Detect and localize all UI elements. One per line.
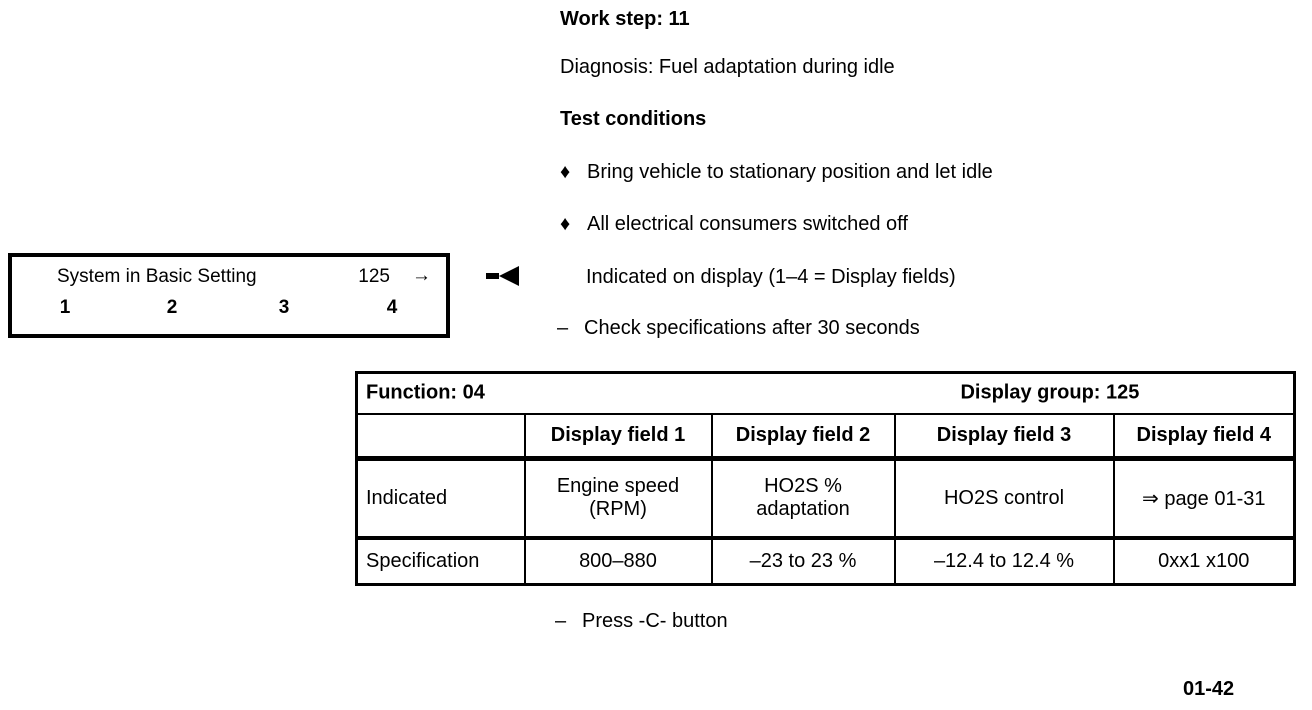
table-row: Specification 800–880 –23 to 23 % –12.4 … bbox=[355, 536, 1296, 586]
table-cell: Engine speed (RPM) bbox=[523, 457, 713, 540]
dash-icon: – bbox=[555, 610, 567, 632]
diagnosis-line: Diagnosis: Fuel adaptation during idle bbox=[560, 56, 895, 78]
column-header: Display field 4 bbox=[1112, 412, 1296, 461]
page-number: 01-42 bbox=[1183, 678, 1235, 700]
table-cell: HO2S % adaptation bbox=[710, 457, 896, 540]
display-field-number: 2 bbox=[166, 297, 178, 318]
work-step-heading: Work step: 11 bbox=[560, 8, 690, 30]
diamond-bullet-icon: ♦ bbox=[560, 161, 571, 183]
table-cell: HO2S control bbox=[893, 457, 1115, 540]
press-button-step: – Press -C- button bbox=[555, 610, 728, 633]
test-condition-item: All electrical consumers switched off ♦ … bbox=[560, 213, 908, 236]
column-header: Display field 3 bbox=[893, 412, 1115, 461]
table-row: Indicated Engine speed (RPM) HO2S % adap… bbox=[355, 457, 1296, 540]
row-label: Indicated bbox=[355, 457, 526, 540]
table-cell: 0xx1 x100 bbox=[1112, 536, 1296, 586]
pointer-tail bbox=[486, 273, 499, 279]
display-group-number: 125 bbox=[358, 266, 390, 287]
display-box-title: System in Basic Setting bbox=[57, 266, 257, 287]
test-conditions-heading: Test conditions bbox=[560, 108, 707, 130]
display-field-number: 4 bbox=[386, 297, 398, 318]
left-pointer-arrow-icon bbox=[486, 266, 519, 286]
table-header-row: Display field 1 Display field 2 Display … bbox=[355, 412, 1296, 461]
test-condition-text: All electrical consumers switched off bbox=[587, 213, 908, 235]
row-label: Specification bbox=[355, 536, 526, 586]
empty-header-cell bbox=[355, 412, 526, 461]
display-group-label: Display group: 125 bbox=[960, 381, 1140, 404]
check-specifications-text: Check specifications after 30 seconds bbox=[584, 317, 920, 339]
column-header: Display field 1 bbox=[523, 412, 713, 461]
specification-table: Function: 04 Display group: 125 Display … bbox=[355, 371, 1297, 586]
table-cell: –23 to 23 % bbox=[710, 536, 896, 586]
pointer-triangle bbox=[499, 266, 519, 286]
function-label: Function: 04 bbox=[366, 381, 485, 404]
table-title-row: Function: 04 Display group: 125 bbox=[355, 371, 1296, 415]
table-cell: –12.4 to 12.4 % bbox=[893, 536, 1115, 586]
test-condition-text: Bring vehicle to stationary position and… bbox=[587, 161, 993, 183]
cell-text: HO2S % adaptation bbox=[756, 475, 850, 521]
tester-display-box: System in Basic Setting 125 → 1 2 3 4 bbox=[8, 253, 450, 338]
right-arrow-icon: → bbox=[412, 265, 431, 286]
display-field-number: 1 bbox=[59, 297, 71, 318]
table-cell: 800–880 bbox=[523, 536, 713, 586]
dash-icon: – bbox=[557, 317, 569, 339]
display-field-number: 3 bbox=[278, 297, 290, 318]
press-button-text: Press -C- button bbox=[582, 610, 728, 632]
diamond-bullet-icon: ♦ bbox=[560, 213, 571, 235]
check-specifications-step: – Check specifications after 30 seconds bbox=[557, 317, 920, 340]
indicated-on-display-line: Indicated on display (1–4 = Display fiel… bbox=[586, 266, 956, 288]
table-cell: ⇒ page 01-31 bbox=[1112, 457, 1296, 540]
test-condition-item: ♦ Bring vehicle to stationary position a… bbox=[560, 161, 993, 184]
column-header: Display field 2 bbox=[710, 412, 896, 461]
cell-text: Engine speed (RPM) bbox=[556, 475, 680, 521]
